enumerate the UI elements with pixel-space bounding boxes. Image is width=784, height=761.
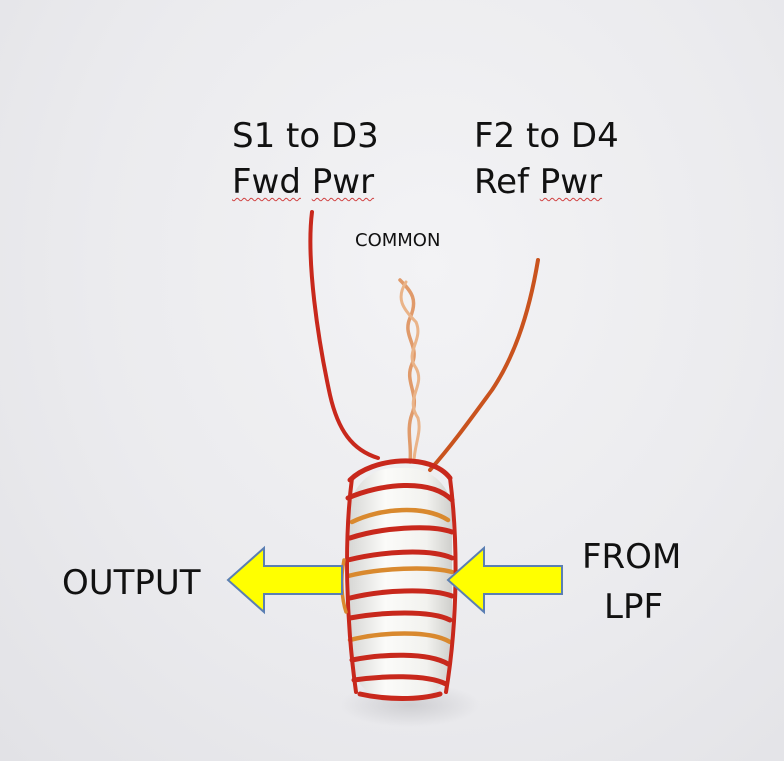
toroid-core xyxy=(350,468,452,700)
fwd-pwr-wire xyxy=(308,210,380,460)
label-common: COMMON xyxy=(355,230,441,251)
output-arrow xyxy=(226,545,343,615)
label-fwd-pwr-word: Pwr xyxy=(311,162,375,202)
label-f2-to-d4: F2 to D4 xyxy=(474,116,619,156)
label-s1-to-d3: S1 to D3 xyxy=(232,116,379,156)
common-wire-b xyxy=(399,280,421,464)
label-ref-pwr: Ref Pwr xyxy=(474,162,602,202)
label-fwd-pwr: Fwd Pwr xyxy=(232,162,374,202)
from-lpf-arrow xyxy=(446,545,563,615)
label-lpf: LPF xyxy=(604,587,664,627)
label-output: OUTPUT xyxy=(62,563,201,603)
ref-pwr-wire xyxy=(428,258,540,472)
common-wire-a xyxy=(398,278,416,464)
label-ref-pwr-word: Pwr xyxy=(539,162,603,202)
label-fwd-word: Fwd xyxy=(232,162,301,202)
label-ref-word: Ref xyxy=(474,162,529,202)
windings xyxy=(340,458,458,701)
label-from: FROM xyxy=(582,537,682,577)
